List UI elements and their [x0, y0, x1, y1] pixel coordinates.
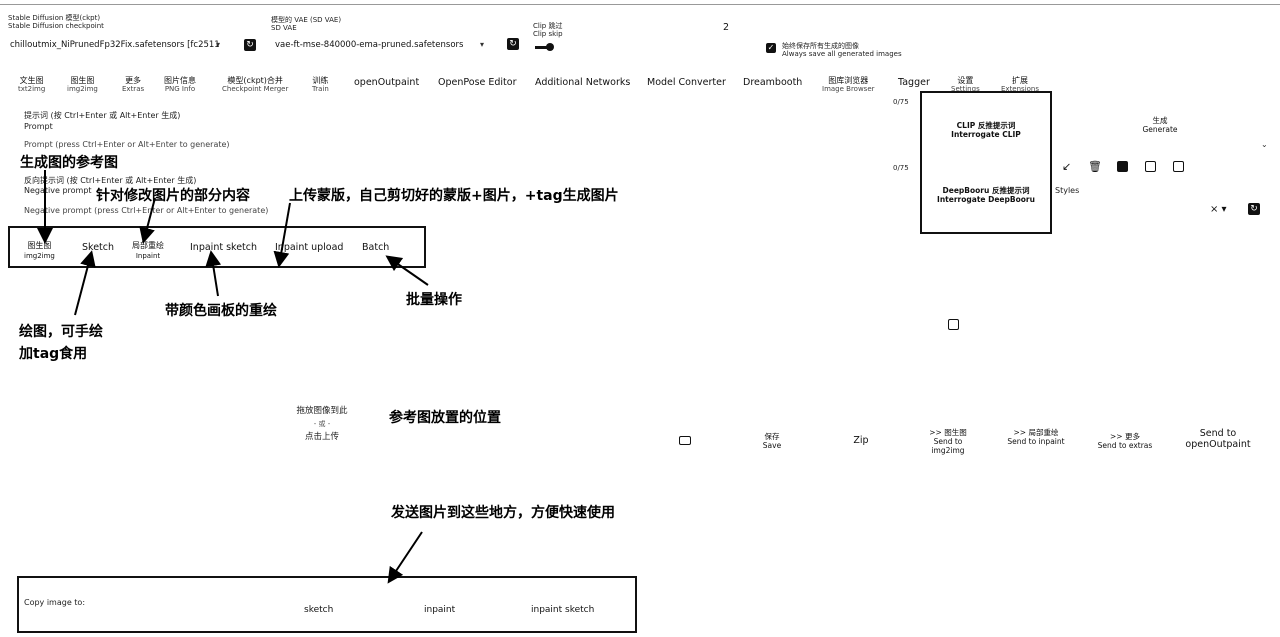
annotation-upload-mask: 上传蒙版，自己剪切好的蒙版+图片，+tag生成图片	[289, 188, 619, 204]
annotation-batch: 批量操作	[406, 292, 462, 308]
annotation-color-inpaint: 带颜色画板的重绘	[165, 303, 277, 319]
upload-dropzone[interactable]: 拖放图像到此 - 或 - 点击上传	[296, 406, 348, 442]
prompt-label-cn: 提示词 (按 Ctrl+Enter 或 Alt+Enter 生成)	[24, 111, 181, 120]
clear-icon[interactable]: × ▾	[1210, 204, 1227, 215]
paste-icon[interactable]	[1117, 161, 1128, 172]
zip-button[interactable]: Zip	[853, 435, 869, 446]
image-placeholder-icon	[948, 319, 959, 330]
checkpoint-label-en: Stable Diffusion checkpoint	[8, 22, 104, 30]
prompt-token-counter: 0/75	[893, 98, 909, 106]
negative-label-en: Negative prompt	[24, 186, 92, 195]
tab-dreambooth[interactable]: Dreambooth	[743, 77, 803, 88]
chevron-down-icon[interactable]: ▾	[480, 40, 485, 49]
refresh-icon[interactable]: ↻	[507, 38, 519, 50]
subtab-sketch[interactable]: Sketch	[82, 242, 115, 253]
vae-select[interactable]: vae-ft-mse-840000-ema-pruned.safetensors	[275, 40, 464, 50]
negative-label-cn: 反向提示词 (按 Ctrl+Enter 或 Alt+Enter 生成)	[24, 176, 197, 185]
folder-icon[interactable]	[679, 436, 691, 445]
chevron-down-icon[interactable]: ⌄	[1261, 140, 1268, 149]
annotation-ref-position: 参考图放置的位置	[389, 410, 501, 426]
copy-to-inpaint-sketch-button[interactable]: inpaint sketch	[531, 605, 595, 615]
checkpoint-label-cn: Stable Diffusion 模型(ckpt)	[8, 14, 101, 22]
negative-prompt-input[interactable]: Negative prompt (press Ctrl+Enter or Alt…	[24, 206, 269, 215]
tab-openoutpaint[interactable]: openOutpaint	[354, 77, 420, 88]
tab-openpose-editor[interactable]: OpenPose Editor	[438, 77, 517, 88]
slider-knob[interactable]	[546, 43, 554, 51]
annotation-ref-image: 生成图的参考图	[20, 155, 118, 171]
tab-model-converter[interactable]: Model Converter	[647, 77, 726, 88]
chevron-down-icon[interactable]: ▾	[216, 40, 221, 49]
arrow-send-to	[387, 531, 423, 584]
annotation-inpaint-part: 针对修改图片的部分内容	[96, 188, 250, 204]
arrow-upload-mask	[273, 202, 291, 268]
styles-label: Styles	[1055, 186, 1080, 195]
save-style-icon[interactable]	[1173, 161, 1184, 172]
arrow-sketch	[74, 250, 96, 316]
vae-label-cn: 模型的 VAE (SD VAE)	[271, 16, 342, 24]
clipboard-icon[interactable]	[1145, 161, 1156, 172]
tab-additional-networks[interactable]: Additional Networks	[535, 77, 631, 88]
annotation-send-to: 发送图片到这些地方，方便快速使用	[391, 505, 615, 521]
annotation-sketch-line1: 绘图，可手绘	[19, 324, 103, 340]
negative-token-counter: 0/75	[893, 164, 909, 172]
subtab-batch[interactable]: Batch	[362, 242, 390, 253]
top-border	[0, 4, 1280, 5]
arrow-color-inpaint	[205, 250, 222, 297]
save-all-checkbox[interactable]: ✓	[766, 43, 776, 53]
subtab-inpaint-upload[interactable]: Inpaint upload	[275, 242, 344, 253]
copy-image-panel	[17, 576, 637, 633]
interrogate-panel	[920, 91, 1052, 234]
arrow-inpaint	[139, 197, 156, 244]
prompt-label-en: Prompt	[24, 122, 53, 131]
copy-to-sketch-button[interactable]: sketch	[304, 605, 334, 615]
subtab-inpaint-sketch[interactable]: Inpaint sketch	[190, 242, 258, 253]
save-all-label-cn: 始终保存所有生成的图像	[782, 42, 859, 50]
arrow-batch	[385, 255, 429, 286]
annotation-sketch-line2: 加tag食用	[19, 346, 88, 362]
tab-tagger[interactable]: Tagger	[898, 77, 930, 88]
clip-skip-label-cn: Clip 跳过	[533, 22, 563, 30]
refresh-icon[interactable]: ↻	[244, 39, 256, 51]
copy-to-inpaint-button[interactable]: inpaint	[424, 605, 456, 615]
checkpoint-select[interactable]: chilloutmix_NiPrunedFp32Fix.safetensors …	[10, 40, 220, 50]
vae-label-en: SD VAE	[271, 24, 297, 32]
copy-image-label: Copy image to:	[24, 598, 86, 607]
clip-skip-slider[interactable]	[535, 46, 553, 49]
prompt-input[interactable]: Prompt (press Ctrl+Enter or Alt+Enter to…	[24, 140, 230, 149]
arrow-icon[interactable]: ↙	[1062, 160, 1072, 173]
save-all-label-en: Always save all generated images	[782, 50, 902, 58]
clip-skip-value[interactable]: 2	[723, 22, 730, 33]
clip-skip-label-en: Clip skip	[533, 30, 563, 38]
trash-icon[interactable]: 🗑	[1088, 160, 1102, 173]
refresh-icon[interactable]: ↻	[1248, 203, 1260, 215]
